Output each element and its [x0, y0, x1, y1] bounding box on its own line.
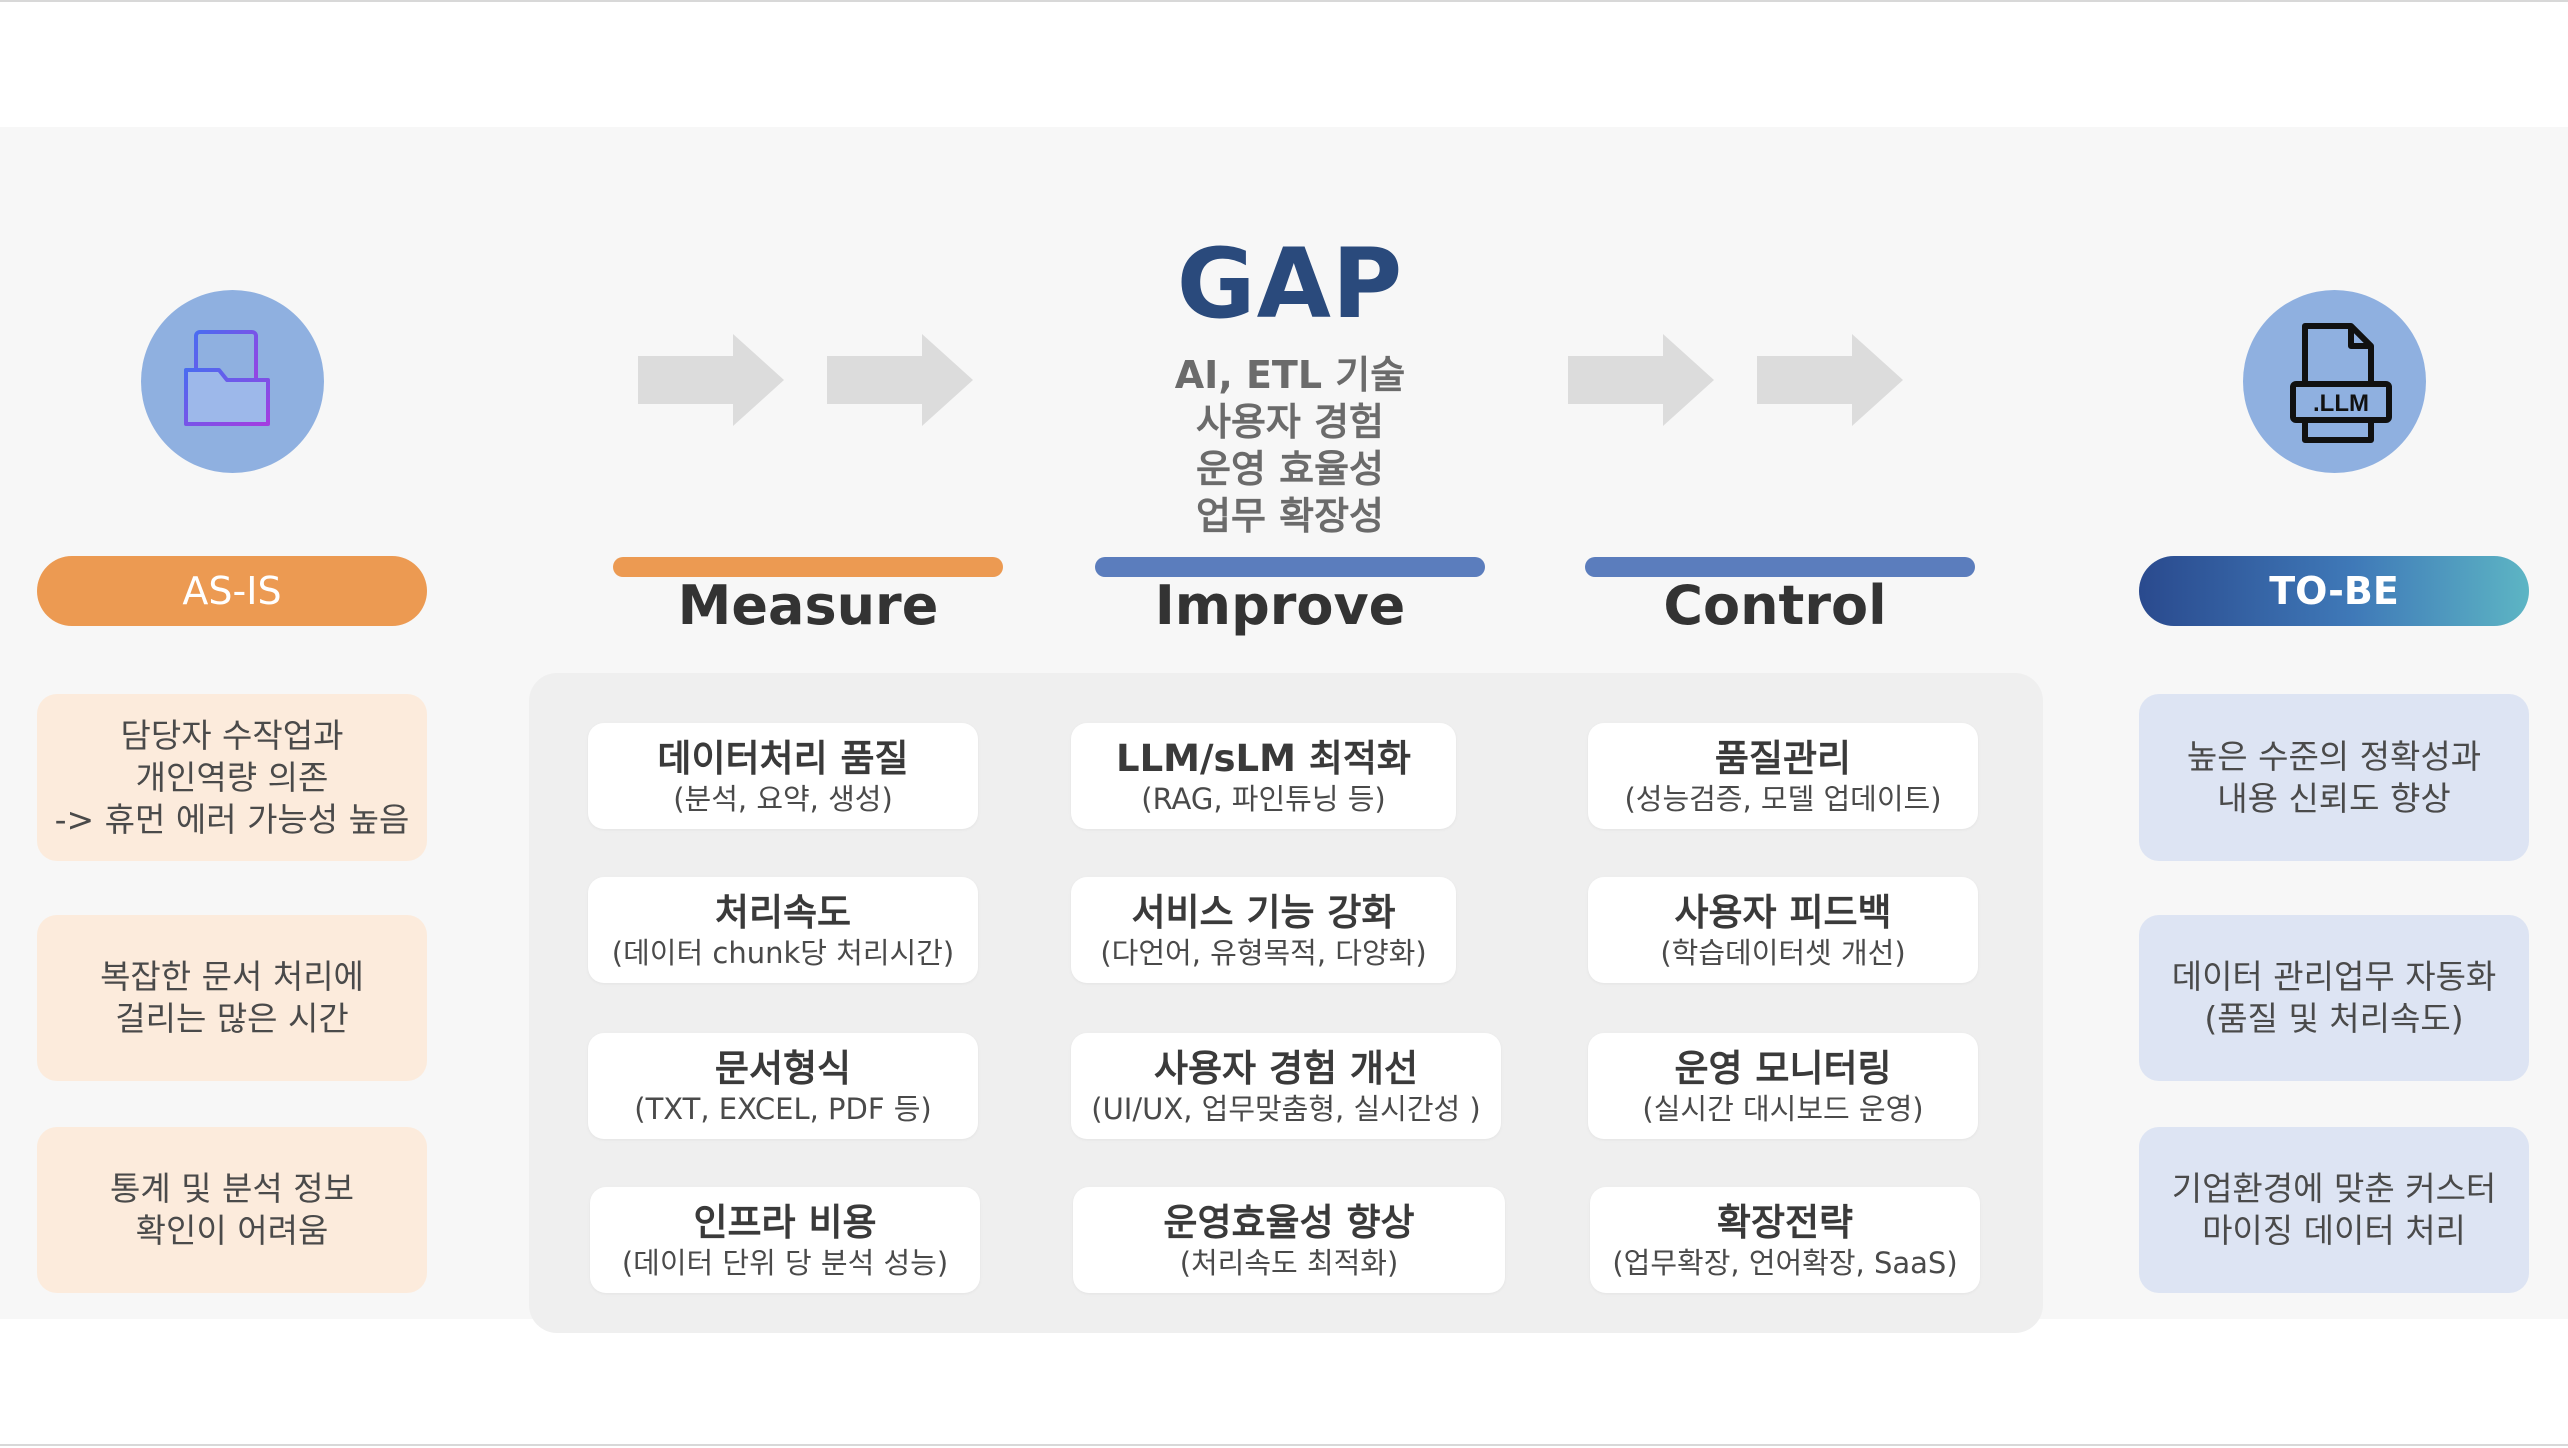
improve-card: 사용자 경험 개선 (UI/UX, 업무맞춤형, 실시간성 ): [1071, 1033, 1501, 1139]
card-title: 사용자 경험 개선: [1153, 1047, 1419, 1090]
phase-measure-title: Measure: [677, 574, 939, 637]
measure-card: 문서형식 (TXT, EXCEL, PDF 등): [588, 1033, 978, 1139]
improve-bar: [1095, 557, 1485, 577]
as-is-item: 통계 및 분석 정보 확인이 어려움: [37, 1127, 427, 1293]
card-subtitle: (데이터 단위 당 분석 성능): [621, 1246, 949, 1280]
card-title: 사용자 피드백: [1674, 891, 1892, 934]
as-is-item: 담당자 수작업과 개인역량 의존 -> 휴먼 에러 가능성 높음: [37, 694, 427, 861]
measure-card: 인프라 비용 (데이터 단위 당 분석 성능): [590, 1187, 980, 1293]
llm-file-icon: .LLM: [2290, 323, 2392, 443]
card-subtitle: (UI/UX, 업무맞춤형, 실시간성 ): [1091, 1092, 1481, 1126]
svg-text:.LLM: .LLM: [2313, 390, 2369, 417]
bottom-divider: [0, 1444, 2568, 1446]
card-title: 품질관리: [1714, 737, 1852, 780]
arrow-right-icon: [638, 334, 784, 426]
top-divider: [0, 0, 2568, 2]
gap-factor: AI, ETL 기술: [1174, 353, 1406, 397]
card-subtitle: (RAG, 파인튜닝 등): [1141, 782, 1386, 816]
card-subtitle: (학습데이터셋 개선): [1660, 936, 1906, 970]
card-title: 서비스 기능 강화: [1131, 891, 1396, 934]
control-card: 사용자 피드백 (학습데이터셋 개선): [1588, 877, 1978, 983]
measure-card: 처리속도 (데이터 chunk당 처리시간): [588, 877, 978, 983]
as-is-label: AS-IS: [37, 556, 427, 626]
gap-factor: 사용자 경험: [1195, 400, 1385, 444]
card-title: 처리속도: [714, 891, 852, 934]
to-be-item: 데이터 관리업무 자동화 (품질 및 처리속도): [2139, 915, 2529, 1081]
as-is-item: 복잡한 문서 처리에 걸리는 많은 시간: [37, 915, 427, 1081]
card-subtitle: (TXT, EXCEL, PDF 등): [634, 1092, 932, 1126]
to-be-label: TO-BE: [2139, 556, 2529, 626]
phase-improve-title: Improve: [1154, 574, 1406, 637]
card-subtitle: (분석, 요약, 생성): [673, 782, 893, 816]
gap-factor: 운영 효율성: [1195, 447, 1385, 491]
measure-card: 데이터처리 품질 (분석, 요약, 생성): [588, 723, 978, 829]
control-bar: [1585, 557, 1975, 577]
card-title: LLM/sLM 최적화: [1116, 737, 1411, 780]
card-subtitle: (실시간 대시보드 운영): [1642, 1092, 1924, 1126]
gap-title: GAP: [1176, 228, 1404, 340]
improve-card: LLM/sLM 최적화 (RAG, 파인튜닝 등): [1071, 723, 1456, 829]
card-title: 문서형식: [714, 1047, 852, 1090]
folder-document-icon: [184, 330, 270, 426]
phase-control-title: Control: [1663, 574, 1887, 637]
arrow-right-icon: [1757, 334, 1903, 426]
card-title: 인프라 비용: [693, 1201, 877, 1244]
to-be-item: 높은 수준의 정확성과 내용 신뢰도 향상: [2139, 694, 2529, 861]
as-is-icon-circle: [141, 290, 324, 473]
card-title: 운영 모니터링: [1674, 1047, 1892, 1090]
control-card: 확장전략 (업무확장, 언어확장, SaaS): [1590, 1187, 1980, 1293]
card-title: 운영효율성 향상: [1163, 1201, 1415, 1244]
arrow-right-icon: [827, 334, 973, 426]
gap-factor: 업무 확장성: [1195, 494, 1385, 538]
to-be-icon-circle: .LLM: [2243, 290, 2426, 473]
card-subtitle: (성능검증, 모델 업데이트): [1624, 782, 1942, 816]
card-subtitle: (업무확장, 언어확장, SaaS): [1612, 1246, 1958, 1280]
control-card: 운영 모니터링 (실시간 대시보드 운영): [1588, 1033, 1978, 1139]
control-card: 품질관리 (성능검증, 모델 업데이트): [1588, 723, 1978, 829]
card-subtitle: (데이터 chunk당 처리시간): [611, 936, 955, 970]
improve-card: 서비스 기능 강화 (다언어, 유형목적, 다양화): [1071, 877, 1456, 983]
card-subtitle: (처리속도 최적화): [1179, 1246, 1399, 1280]
card-title: 데이터처리 품질: [657, 737, 909, 780]
card-title: 확장전략: [1716, 1201, 1854, 1244]
improve-card: 운영효율성 향상 (처리속도 최적화): [1073, 1187, 1505, 1293]
measure-bar: [613, 557, 1003, 577]
card-subtitle: (다언어, 유형목적, 다양화): [1100, 936, 1427, 970]
to-be-item: 기업환경에 맞춘 커스터 마이징 데이터 처리: [2139, 1127, 2529, 1293]
arrow-right-icon: [1568, 334, 1714, 426]
